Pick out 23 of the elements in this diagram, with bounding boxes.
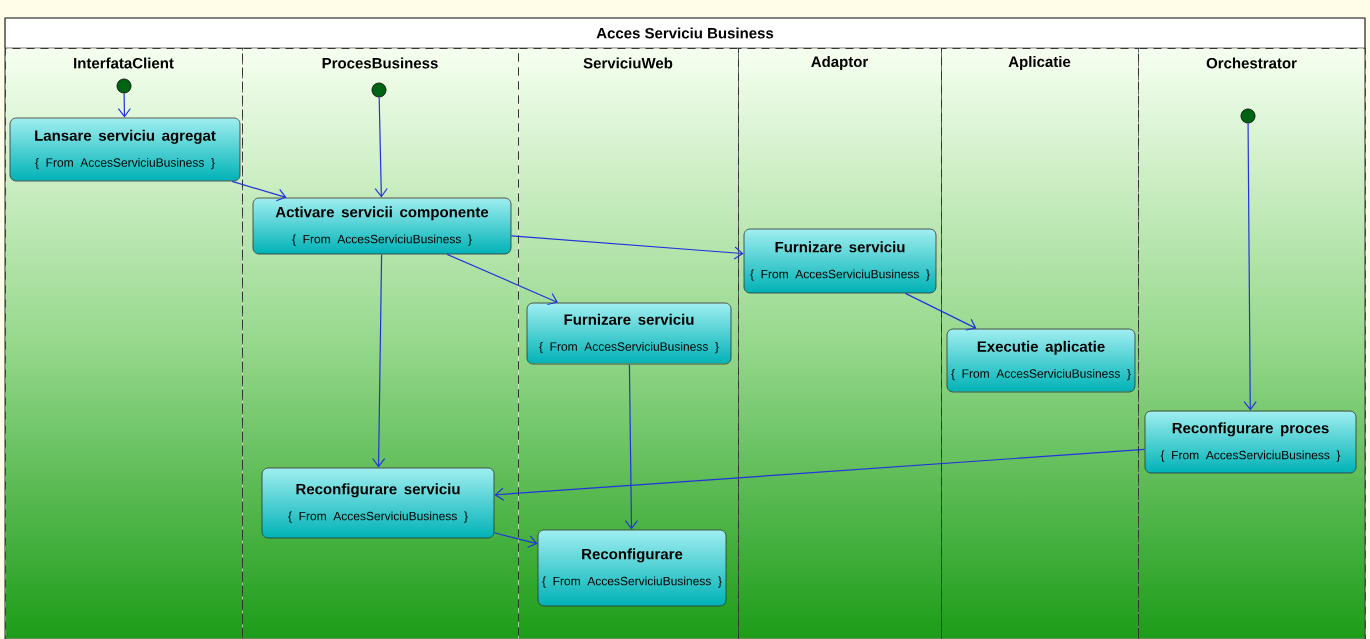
arrow [904,292,977,331]
title-bar: Acces Serviciu Business [4,17,1366,49]
arrow [374,96,388,198]
arrow [446,253,559,306]
activity-box: Reconfigurare serviciu { From AccesServiciuBusiness } [261,467,495,539]
arrow [1243,122,1257,411]
activity-box: Furnizare serviciu { From AccesServiciuBusiness } [526,302,732,365]
start-dot [371,82,387,98]
activity-box: Furnizare serviciu { From AccesServiciuBusiness } [743,228,937,294]
activity-box: Lansare serviciu agregat { From AccesServiciuBusiness } [9,117,241,182]
arrow [494,448,1146,501]
arrow [493,532,538,549]
activity-box: Activare servicii componente { From AccesServiciuBusiness } [252,197,512,255]
arrow [231,180,287,202]
activity-box: Reconfigurare { From AccesServiciuBusiness } [537,529,727,607]
arrow [624,363,638,530]
activity-box: Executie aplicatie { From AccesServiciuBusiness } [946,328,1136,393]
arrow [117,92,131,118]
start-dot [1240,108,1256,124]
activity-box: Reconfigurare proces { From AccesServiciuBusiness } [1144,410,1357,474]
arrow [510,235,744,260]
arrow [372,253,386,468]
start-dot [116,78,132,94]
